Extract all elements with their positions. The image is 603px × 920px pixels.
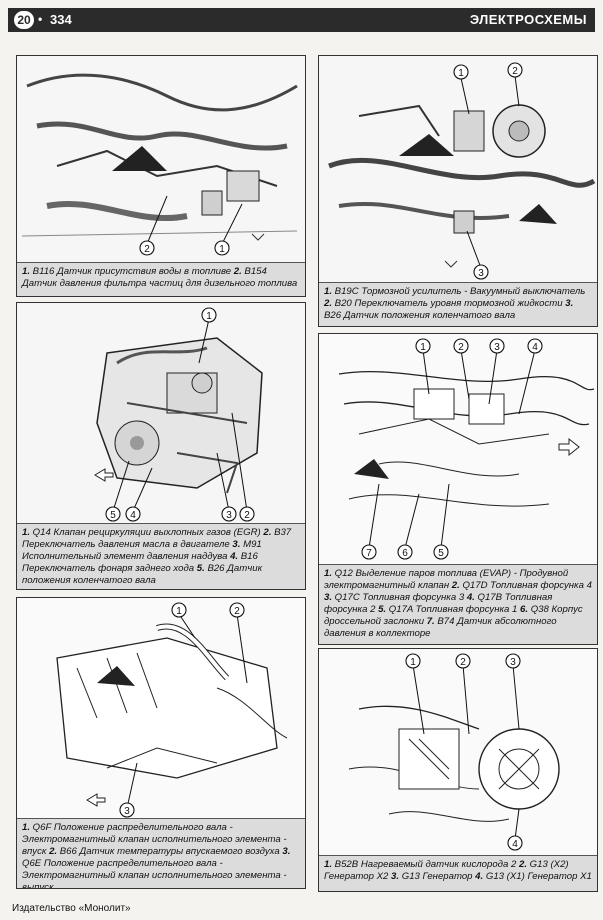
callout-3: 3 [505,653,521,669]
callout-1: 1 [201,307,217,323]
callout-1: 1 [453,64,469,80]
svg-text:2: 2 [144,244,150,255]
page-header: 20 • 334 ЭЛЕКТРОСХЕМЫ [8,8,595,32]
callout-2: 2 [229,602,245,618]
svg-text:6: 6 [402,548,408,559]
page-number: 334 [50,12,72,27]
engine-drawing-6: 1 2 3 4 [319,649,597,855]
svg-text:1: 1 [176,606,182,617]
callout-2: 2 [239,506,255,522]
svg-text:1: 1 [410,657,416,668]
callout-3: 3 [119,802,135,818]
engine-photo-1: 2 1 [17,56,305,262]
svg-text:2: 2 [512,66,518,77]
callout-1: 1 [171,602,187,618]
page-badge: 20 [14,11,34,29]
callout-1: 1 [405,653,421,669]
callout-3: 3 [221,506,237,522]
callout-7: 7 [361,544,377,560]
svg-text:3: 3 [226,510,232,521]
engine-drawing-4: 1 2 3 4 7 6 5 [319,334,597,564]
svg-text:4: 4 [130,510,136,521]
svg-text:7: 7 [366,548,372,559]
callout-2: 2 [139,240,155,256]
callout-2: 2 [455,653,471,669]
svg-text:5: 5 [110,510,116,521]
callout-3: 3 [489,338,505,354]
svg-text:2: 2 [458,342,464,353]
svg-text:1: 1 [458,68,464,79]
callout-4: 4 [527,338,543,354]
svg-text:2: 2 [234,606,240,617]
svg-text:1: 1 [219,244,225,255]
callout-1: 1 [214,240,230,256]
engine-photo-2: 1 2 3 [319,56,597,282]
section-title: ЭЛЕКТРОСХЕМЫ [469,12,587,27]
engine-drawing-5: 1 2 3 [17,598,305,818]
callout-2: 2 [453,338,469,354]
caption: 1. Q14 Клапан рециркуляции выхлопных газ… [17,523,305,589]
callout-4: 4 [125,506,141,522]
caption: 1. B116 Датчик присутствия воды в топлив… [17,262,305,296]
callout-6: 6 [397,544,413,560]
callout-1: 1 [415,338,431,354]
engine-photo-3: 1 5 4 3 2 [17,303,305,523]
figure-panel-4: 1 2 3 4 7 6 5 1. Q12 Выделение паров топ… [318,333,598,645]
callout-3: 3 [473,264,489,280]
svg-text:3: 3 [494,342,500,353]
svg-text:3: 3 [478,268,484,279]
caption: 1. Q6F Положение распределительного вала… [17,818,305,888]
figure-panel-2: 1 2 3 1. B19C Тормозной усилитель - Ваку… [318,55,598,327]
svg-text:4: 4 [512,839,518,850]
figure-panel-3: 1 5 4 3 2 1. Q14 Клапан рециркуляции вых… [16,302,306,590]
callout-4: 4 [507,835,523,851]
svg-text:4: 4 [532,342,538,353]
callout-5: 5 [105,506,121,522]
caption: 1. Q12 Выделение паров топлива (EVAP) - … [319,564,597,644]
svg-text:3: 3 [124,806,130,817]
callout-2: 2 [507,62,523,78]
figure-panel-1: 2 1 1. B116 Датчик присутствия воды в то… [16,55,306,297]
svg-text:1: 1 [420,342,426,353]
svg-text:2: 2 [460,657,466,668]
figure-panel-5: 1 2 3 1. Q6F Положение распределительног… [16,597,306,889]
svg-text:3: 3 [510,657,516,668]
callout-5: 5 [433,544,449,560]
caption: 1. B52B Нагреваемый датчик кислорода 2 2… [319,855,597,891]
svg-text:2: 2 [244,510,250,521]
caption: 1. B19C Тормозной усилитель - Вакуумный … [319,282,597,326]
svg-text:5: 5 [438,548,444,559]
figure-panel-6: 1 2 3 4 1. B52B Нагреваемый датчик кисло… [318,648,598,892]
svg-text:1: 1 [206,311,212,322]
header-separator: • [38,12,43,26]
publisher-footer: Издательство «Монолит» [12,903,131,914]
